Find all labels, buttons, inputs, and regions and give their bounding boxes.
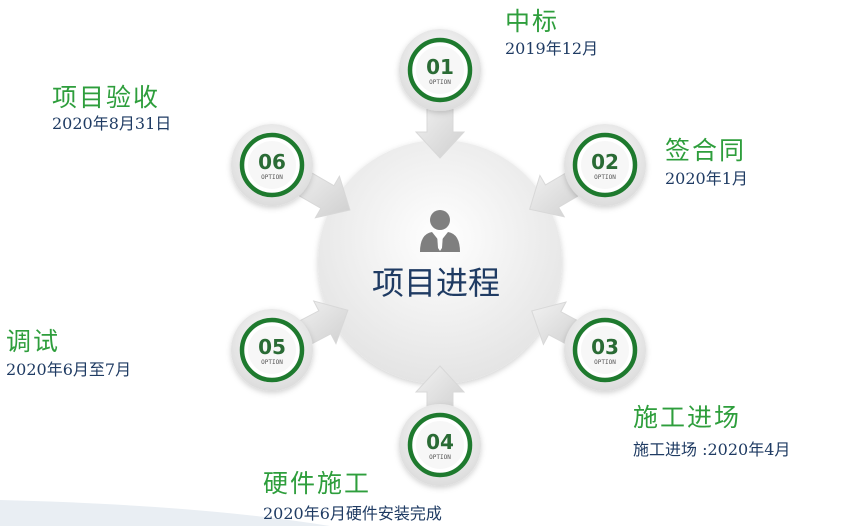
node-option-label: OPTION [429,79,451,86]
node-inner-circle [581,326,629,374]
node-title-05: 调试 [6,327,61,356]
person-icon [420,210,460,252]
decorative-swoosh [0,500,330,526]
node-option-label: OPTION [261,359,283,366]
node-title-04: 硬件施工 [263,469,372,498]
node-date-04: 2020年6月硬件安装完成 [263,504,442,523]
node-date-05: 2020年6月至7月 [6,360,132,379]
node-option-label: OPTION [261,174,283,181]
center-title: 项目进程 [372,264,501,302]
node-date-03: 施工进场 :2020年4月 [633,440,791,459]
node-date-01: 2019年12月 [505,39,599,58]
node-number: 05 [258,335,286,359]
node-inner-circle [581,141,629,189]
node-date-02: 2020年1月 [665,169,748,188]
node-inner-circle [416,421,464,469]
node-title-01: 中标 [505,7,560,36]
node-title-02: 签合同 [665,136,747,165]
node-inner-circle [248,326,296,374]
node-option-label: OPTION [429,454,451,461]
node-title-03: 施工进场 [633,403,742,432]
node-number: 02 [591,150,619,174]
node-number: 04 [426,430,454,454]
node-title-06: 项目验收 [52,83,161,112]
node-option-label: OPTION [594,359,616,366]
node-option-label: OPTION [594,174,616,181]
node-date-06: 2020年8月31日 [52,114,172,133]
node-number: 06 [258,150,286,174]
center-circle [318,140,562,384]
node-inner-circle [416,46,464,94]
node-inner-circle [248,141,296,189]
node-number: 03 [591,335,619,359]
node-number: 01 [426,55,454,79]
